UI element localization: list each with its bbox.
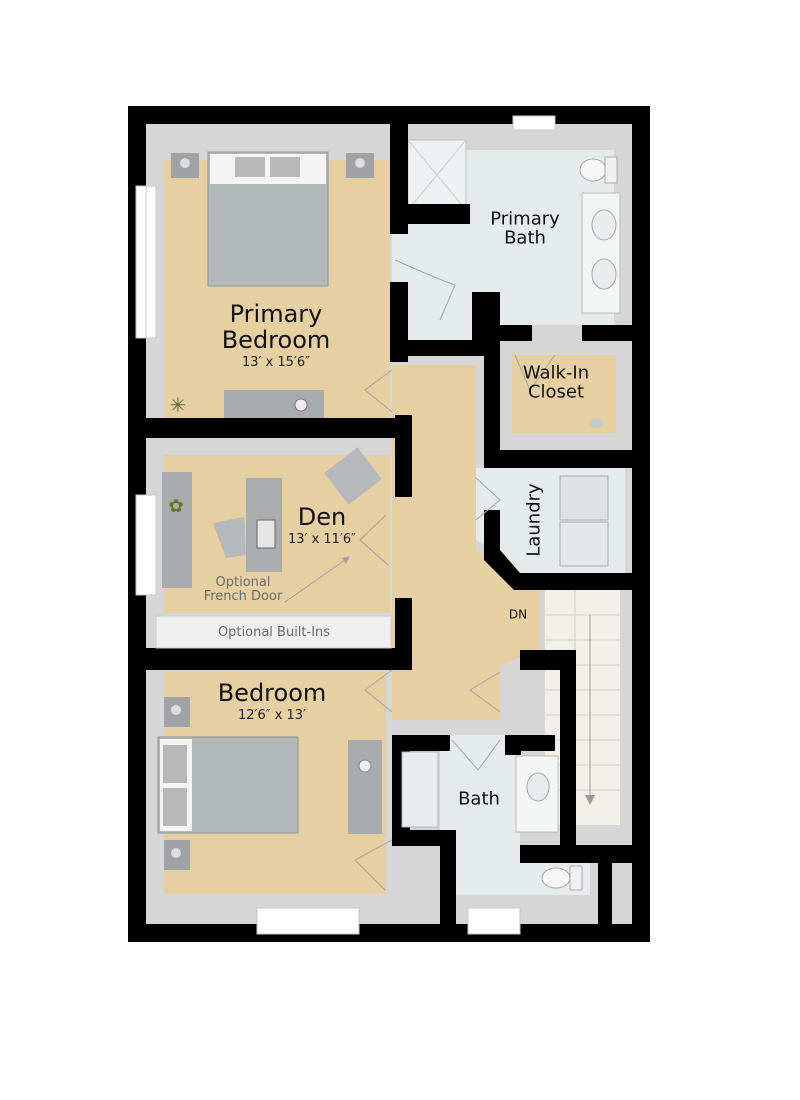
room-name: Primary bbox=[229, 300, 323, 329]
window bbox=[135, 494, 157, 596]
hallway-floor bbox=[392, 365, 540, 720]
lamp-icon bbox=[171, 705, 181, 715]
lamp-icon bbox=[355, 158, 365, 168]
shoes-icon bbox=[589, 418, 603, 428]
stair-arrow-icon bbox=[585, 795, 595, 805]
room-name: Bath bbox=[504, 228, 546, 249]
dresser bbox=[224, 390, 324, 418]
washer bbox=[559, 475, 609, 521]
dresser bbox=[348, 740, 382, 834]
desk-chair bbox=[213, 517, 246, 558]
plant-icon: ✳ bbox=[170, 393, 187, 417]
room-name: Primary bbox=[490, 208, 560, 230]
room-label-den: Den 13′ x 11′6″ bbox=[287, 503, 357, 547]
room-label-bedroom: Bedroom 12′6″ x 13′ bbox=[217, 679, 327, 723]
room-dimensions: 13′ x 15′6″ bbox=[241, 354, 311, 370]
window bbox=[512, 115, 556, 131]
dryer bbox=[559, 521, 609, 567]
plant-icon: ✿ bbox=[168, 496, 183, 517]
room-dimensions: 13′ x 11′6″ bbox=[287, 531, 357, 547]
window bbox=[256, 907, 360, 935]
room-label-primary-bath: Primary Bath bbox=[490, 208, 560, 249]
walls bbox=[128, 106, 650, 942]
sink-icon bbox=[591, 209, 617, 241]
windows bbox=[135, 115, 556, 935]
room-name: Walk-In bbox=[522, 362, 590, 384]
lamp-icon bbox=[171, 848, 181, 858]
built-ins bbox=[155, 615, 392, 649]
sink-icon bbox=[591, 258, 617, 290]
laptop-icon bbox=[256, 519, 276, 549]
toilet-icon bbox=[541, 867, 571, 889]
lamp-icon bbox=[180, 158, 190, 168]
window bbox=[467, 907, 521, 935]
room-name: Bedroom bbox=[221, 325, 331, 354]
stairs-down-label: DN bbox=[508, 607, 528, 622]
room-label-walk-in-closet: Walk-In Closet bbox=[522, 362, 590, 403]
room-name: Closet bbox=[527, 382, 585, 403]
sofa bbox=[162, 472, 192, 588]
furniture: ✳ ✿ bbox=[155, 151, 621, 891]
room-dimensions: 12′6″ x 13′ bbox=[237, 707, 307, 723]
room-name: Bath bbox=[458, 788, 500, 810]
room-label-laundry: Laundry bbox=[523, 483, 545, 557]
armchair bbox=[324, 447, 382, 505]
room-label-bath: Bath bbox=[458, 788, 500, 810]
toilet-icon bbox=[579, 158, 607, 182]
annotation-french-door: Optional French Door bbox=[203, 574, 283, 604]
room-name: Laundry bbox=[523, 483, 545, 557]
sink-icon bbox=[526, 772, 550, 802]
floors bbox=[146, 124, 633, 924]
annotation-built-ins: Optional Built-Ins bbox=[217, 624, 331, 640]
room-name: Den bbox=[297, 503, 347, 532]
bathtub bbox=[401, 751, 439, 828]
room-name: Bedroom bbox=[217, 679, 327, 708]
doors bbox=[354, 259, 556, 891]
room-label-primary-bedroom: Primary Bedroom 13′ x 15′6″ bbox=[221, 300, 331, 370]
